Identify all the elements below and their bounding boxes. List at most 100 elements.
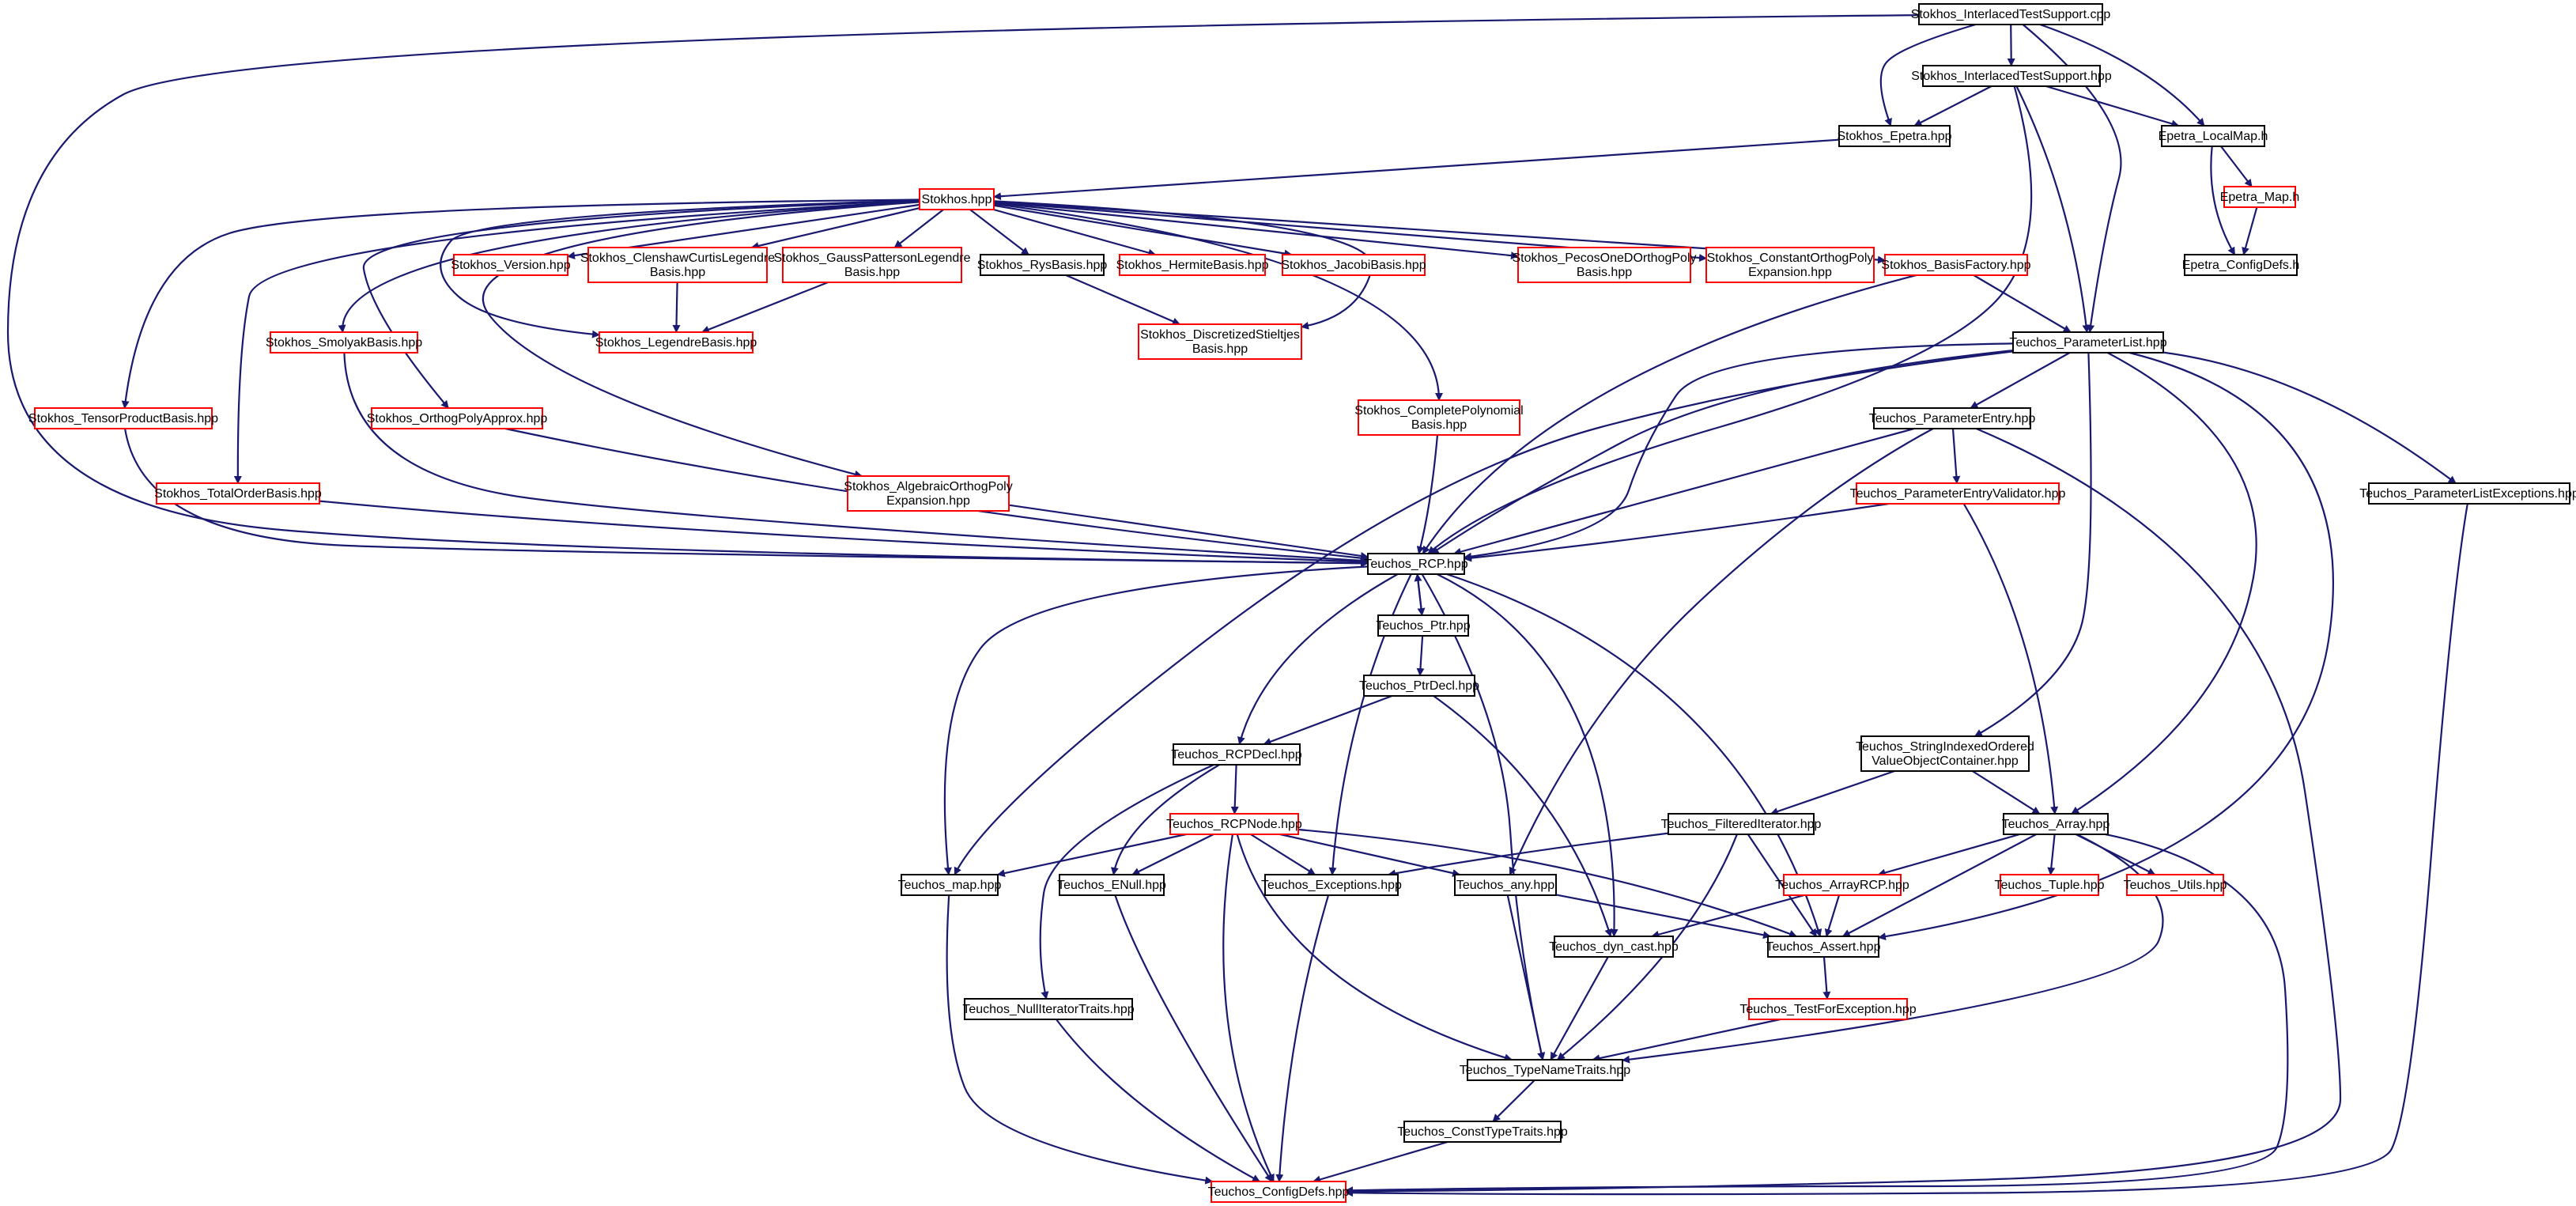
node-interlaced_hpp[interactable]: Stokhos_InterlacedTestSupport.hpp — [1911, 65, 2112, 87]
node-label: Stokhos.hpp — [922, 193, 992, 206]
node-nulliter[interactable]: Teuchos_NullIteratorTraits.hpp — [962, 998, 1135, 1020]
node-jacobi[interactable]: Stokhos_JacobiBasis.hpp — [1281, 254, 1426, 276]
node-label: Teuchos_map.hpp — [898, 879, 1002, 892]
node-assert[interactable]: Teuchos_Assert.hpp — [1766, 936, 1881, 958]
node-rcpnode[interactable]: Teuchos_RCPNode.hpp — [1166, 813, 1302, 835]
node-box — [2368, 482, 2570, 505]
file-nodes: Stokhos_InterlacedTestSupport.cppStokhos… — [28, 3, 2576, 1203]
edge-map-to-teuchosconfig — [946, 894, 1214, 1185]
edge-filtered-to-exceptions — [1388, 832, 1669, 878]
edge-arrayrcp-to-assert — [1824, 894, 1841, 937]
edge-stokhos_hpp-to-legendre — [440, 199, 920, 338]
node-tensorproduct[interactable]: Stokhos_TensorProductBasis.hpp — [28, 407, 218, 429]
node-label: Teuchos_Assert.hpp — [1766, 940, 1881, 954]
node-any[interactable]: Teuchos_any.hpp — [1454, 874, 1557, 896]
edge-basisfactory-to-rcp — [1422, 274, 1917, 554]
edge-ptrdecl-to-rcpdecl — [1263, 694, 1392, 746]
node-box — [453, 254, 568, 276]
node-basisfactory[interactable]: Stokhos_BasisFactory.hpp — [1881, 254, 2031, 276]
edge-ptr-to-ptrdecl — [1416, 635, 1425, 676]
edge-array-to-teuchosconfig — [1345, 833, 2289, 1195]
edge-smolyak-to-rcp — [343, 352, 1369, 565]
node-ptr[interactable]: Teuchos_Ptr.hpp — [1376, 614, 1471, 637]
edge-rcpdecl-to-enull — [1110, 764, 1220, 875]
node-label: Teuchos_any.hpp — [1456, 879, 1554, 892]
node-arrayrcp[interactable]: Teuchos_ArrayRCP.hpp — [1775, 874, 1909, 896]
node-consttype[interactable]: Teuchos_ConstTypeTraits.hpp — [1397, 1121, 1568, 1143]
edge-epetra_map-to-epetra_configdefs — [2242, 206, 2258, 255]
node-epetra_localmap[interactable]: Epetra_LocalMap.h — [2159, 125, 2268, 147]
node-typename[interactable]: Teuchos_TypeNameTraits.hpp — [1460, 1059, 1631, 1081]
node-box — [901, 874, 999, 896]
node-stokhos_epetra[interactable]: Stokhos_Epetra.hpp — [1838, 125, 1952, 147]
node-enull[interactable]: Teuchos_ENull.hpp — [1057, 874, 1166, 896]
node-dyncast[interactable]: Teuchos_dyn_cast.hpp — [1549, 936, 1679, 958]
node-label: Stokhos_ConstantOrthogPoly — [1707, 251, 1874, 265]
node-orthopolyapprox[interactable]: Stokhos_OrthogPolyApprox.hpp — [367, 407, 548, 429]
edge-consttype-to-teuchosconfig — [1313, 1140, 1449, 1184]
node-exceptions[interactable]: Teuchos_Exceptions.hpp — [1261, 874, 1402, 896]
edge-stringindexed-to-filtered — [1770, 769, 1895, 815]
dependency-edges — [6, 14, 2468, 1197]
node-version[interactable]: Stokhos_Version.hpp — [451, 254, 571, 276]
node-rys[interactable]: Stokhos_RysBasis.hpp — [977, 254, 1108, 276]
node-hermite[interactable]: Stokhos_HermiteBasis.hpp — [1116, 254, 1269, 276]
node-label: Stokhos_DiscretizedStieltjes — [1140, 328, 1300, 342]
node-testforexc[interactable]: Teuchos_TestForException.hpp — [1739, 998, 1917, 1020]
edge-stokhos_hpp-to-tensorproduct — [121, 198, 920, 409]
edge-stokhos_hpp-to-pecos — [993, 202, 1519, 260]
node-label: Teuchos_ParameterEntryValidator.hpp — [1850, 487, 2066, 501]
edge-stokhos_hpp-to-gauss — [893, 209, 944, 248]
node-paramentryvalidator[interactable]: Teuchos_ParameterEntryValidator.hpp — [1850, 482, 2066, 505]
node-paramentry[interactable]: Teuchos_ParameterEntry.hpp — [1869, 407, 2036, 429]
edge-stokhos_hpp-to-hermite — [993, 208, 1157, 257]
edge-array-to-arrayrcp — [1877, 833, 2020, 877]
node-epetra_configdefs[interactable]: Epetra_ConfigDefs.h — [2182, 254, 2300, 276]
edge-nulliter-to-teuchosconfig — [1056, 1019, 1260, 1182]
node-label: Stokhos_Epetra.hpp — [1838, 130, 1952, 143]
node-box — [1363, 675, 1475, 697]
node-filtered[interactable]: Teuchos_FilteredIterator.hpp — [1661, 813, 1822, 835]
node-label: Stokhos_ClenshawCurtisLegendre — [580, 251, 775, 265]
node-box — [1783, 874, 1902, 896]
node-rcpdecl[interactable]: Teuchos_RCPDecl.hpp — [1171, 743, 1302, 766]
node-stringindexed[interactable]: Teuchos_StringIndexedOrderedValueObjectC… — [1856, 735, 2034, 772]
node-paramlistexceptions[interactable]: Teuchos_ParameterListExceptions.hpp — [2359, 482, 2576, 505]
node-rcp[interactable]: Teuchos_RCP.hpp — [1364, 553, 1468, 575]
node-legendre[interactable]: Stokhos_LegendreBasis.hpp — [595, 331, 757, 353]
node-paramlist[interactable]: Teuchos_ParameterList.hpp — [2009, 331, 2167, 353]
node-interlaced_cpp[interactable]: Stokhos_InterlacedTestSupport.cpp — [1911, 3, 2111, 25]
node-totalorder[interactable]: Stokhos_TotalOrderBasis.hpp — [154, 482, 322, 505]
node-box — [2161, 125, 2265, 147]
node-stokhos_hpp[interactable]: Stokhos.hpp — [919, 188, 995, 210]
node-label: Stokhos_AlgebraicOrthogPoly — [844, 480, 1012, 493]
node-label: Expansion.hpp — [1748, 266, 1832, 279]
node-box — [156, 482, 320, 505]
node-smolyak[interactable]: Stokhos_SmolyakBasis.hpp — [266, 331, 422, 353]
node-label: Teuchos_FilteredIterator.hpp — [1661, 818, 1822, 831]
node-label: Teuchos_Array.hpp — [2002, 818, 2110, 831]
node-box — [2000, 874, 2099, 896]
edge-dyncast-to-typename — [1550, 956, 1609, 1060]
node-label: Teuchos_Utils.hpp — [2124, 879, 2227, 892]
node-array[interactable]: Teuchos_Array.hpp — [2002, 813, 2110, 835]
node-utils[interactable]: Teuchos_Utils.hpp — [2124, 874, 2227, 896]
edge-assert-to-testforexc — [1822, 956, 1831, 1000]
node-map[interactable]: Teuchos_map.hpp — [898, 874, 1002, 896]
node-label: Teuchos_NullIteratorTraits.hpp — [962, 1003, 1134, 1016]
node-label: Expansion.hpp — [886, 494, 970, 508]
node-label: Teuchos_ParameterList.hpp — [2009, 336, 2166, 350]
node-epetra_map[interactable]: Epetra_Map.h — [2220, 186, 2300, 208]
edge-interlaced_hpp-to-epetra_localmap — [2045, 85, 2180, 128]
node-box — [599, 331, 754, 353]
node-tuple[interactable]: Teuchos_Tuple.hpp — [1994, 874, 2105, 896]
node-ptrdecl[interactable]: Teuchos_PtrDecl.hpp — [1359, 675, 1479, 697]
node-teuchosconfig[interactable]: Teuchos_ConfigDefs.hpp — [1208, 1181, 1350, 1203]
